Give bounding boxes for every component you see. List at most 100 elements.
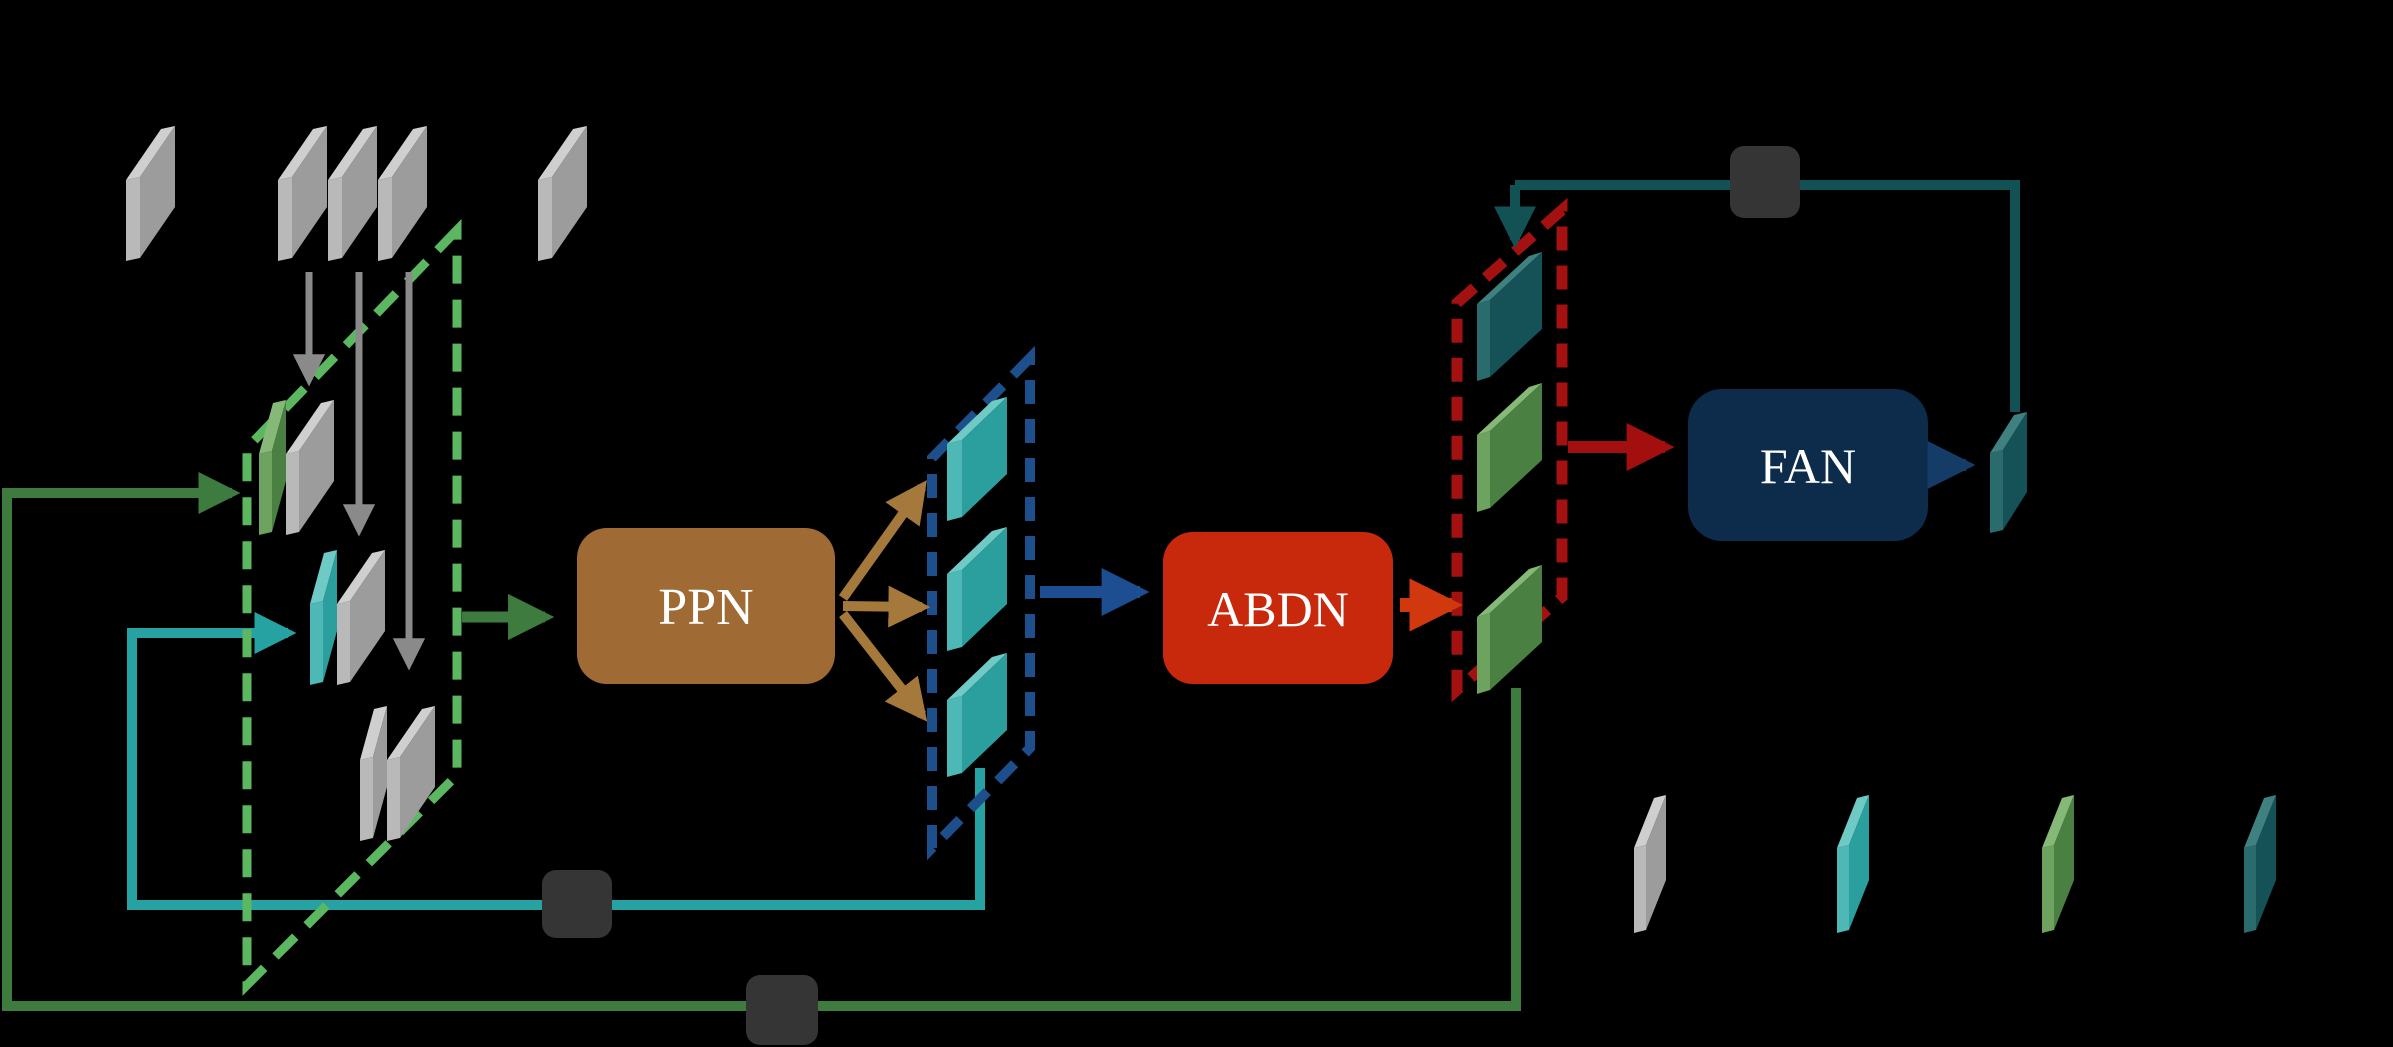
slab-front bbox=[350, 550, 385, 682]
slab-side bbox=[538, 177, 552, 261]
ppn-box bbox=[577, 528, 835, 684]
legend-dark-teal-feature-map bbox=[2244, 795, 2276, 933]
slab-top bbox=[2244, 795, 2276, 848]
slab-top bbox=[947, 653, 1007, 700]
slab-top bbox=[378, 126, 427, 180]
abdn-module: ABDN bbox=[1163, 532, 1393, 684]
slab-top bbox=[2042, 795, 2074, 848]
delay-node-icon bbox=[1730, 146, 1800, 218]
slab-side bbox=[387, 757, 400, 841]
slab-front bbox=[342, 126, 377, 258]
gray-feature-slab bbox=[286, 400, 334, 535]
ppn-output-slab bbox=[947, 527, 1007, 651]
slab-front bbox=[1490, 383, 1542, 508]
slab-front bbox=[552, 126, 587, 258]
slab-front bbox=[1646, 795, 1666, 930]
slab-top bbox=[1477, 565, 1542, 617]
legend-green-feature-map bbox=[2042, 795, 2074, 933]
slab-side bbox=[1990, 450, 2003, 533]
slab-top bbox=[286, 400, 334, 454]
green-feature-slab bbox=[259, 400, 286, 535]
slab-front bbox=[392, 126, 427, 258]
ppn-fanout-arrow-middle bbox=[842, 585, 931, 628]
abdn-output-slab-dark-teal bbox=[1477, 252, 1542, 381]
slab-front bbox=[292, 126, 327, 258]
slab-front bbox=[323, 550, 337, 682]
fan-box bbox=[1688, 389, 1928, 541]
slab-front bbox=[962, 527, 1007, 647]
gray-feature-slab bbox=[337, 550, 385, 685]
slab-top bbox=[1477, 252, 1542, 304]
ppn-module: PPN bbox=[577, 528, 835, 684]
slab-side bbox=[1477, 613, 1490, 694]
delay-node-icon bbox=[542, 870, 612, 938]
gray-feature-slab bbox=[387, 706, 435, 841]
ppn-label: PPN bbox=[658, 579, 753, 636]
slab-top bbox=[538, 126, 587, 180]
dark-teal-feedback-line bbox=[1515, 180, 2020, 412]
legend-gray-feature-map bbox=[1634, 795, 1666, 933]
slab-front bbox=[962, 397, 1007, 517]
slab-side bbox=[360, 757, 373, 841]
abdn-output-slab-green bbox=[1477, 383, 1542, 512]
slab-top bbox=[278, 126, 327, 180]
slab-side bbox=[2042, 845, 2054, 933]
teal-feature-slab bbox=[310, 550, 337, 685]
input-frame-slab bbox=[538, 126, 587, 261]
slab-front bbox=[272, 400, 286, 532]
slab-top bbox=[126, 126, 175, 180]
slab-top bbox=[337, 550, 385, 604]
slab-top bbox=[1477, 383, 1542, 435]
fan-label: FAN bbox=[1760, 438, 1856, 494]
abdn-output-slab-green bbox=[1477, 565, 1542, 694]
slab-top bbox=[1634, 795, 1666, 848]
ppn-fanout-arrow-bottom bbox=[839, 610, 928, 722]
abdn-label: ABDN bbox=[1207, 581, 1349, 637]
slab-front bbox=[2003, 412, 2027, 530]
slab-side bbox=[1477, 431, 1490, 512]
slab-top bbox=[947, 397, 1007, 444]
slab-side bbox=[278, 177, 292, 261]
slab-side bbox=[1634, 845, 1646, 933]
slab-front bbox=[299, 400, 334, 532]
slab-front bbox=[140, 126, 175, 258]
slab-front bbox=[962, 653, 1007, 773]
ppn-output-slab bbox=[947, 397, 1007, 521]
teal-feedback-line bbox=[127, 612, 985, 910]
slab-top bbox=[310, 550, 337, 604]
final-output-slab bbox=[1990, 412, 2027, 533]
slab-side bbox=[126, 177, 140, 261]
green-feedback-line bbox=[2, 472, 1521, 1011]
slab-side bbox=[310, 601, 323, 685]
slab-side bbox=[2244, 845, 2256, 933]
input-frame-slab bbox=[278, 126, 327, 261]
ppn-output-slab bbox=[947, 653, 1007, 777]
slab-side bbox=[286, 451, 299, 535]
slab-side bbox=[259, 451, 272, 535]
slab-front bbox=[2256, 795, 2276, 930]
input-frame-slab bbox=[378, 126, 427, 261]
slab-front bbox=[1849, 795, 1869, 930]
input-frame-slab bbox=[126, 126, 175, 261]
slab-front bbox=[400, 706, 435, 838]
slab-top bbox=[1990, 412, 2027, 453]
slab-top bbox=[1837, 795, 1869, 848]
slab-top bbox=[947, 527, 1007, 574]
slab-top bbox=[387, 706, 435, 760]
slab-front bbox=[2054, 795, 2074, 930]
ppn-fanout-arrow-top bbox=[838, 480, 927, 601]
slab-top bbox=[360, 706, 387, 760]
slab-side bbox=[1837, 845, 1849, 933]
abdn-box bbox=[1163, 532, 1393, 684]
slab-side bbox=[1477, 300, 1490, 381]
slab-top bbox=[328, 126, 377, 180]
slab-front bbox=[1490, 565, 1542, 690]
slab-side bbox=[328, 177, 342, 261]
slab-side bbox=[947, 696, 962, 777]
slab-front bbox=[373, 706, 387, 838]
gray-feature-slab bbox=[360, 706, 387, 841]
slab-front bbox=[1490, 252, 1542, 377]
ppn-output-group-box bbox=[927, 345, 1035, 861]
